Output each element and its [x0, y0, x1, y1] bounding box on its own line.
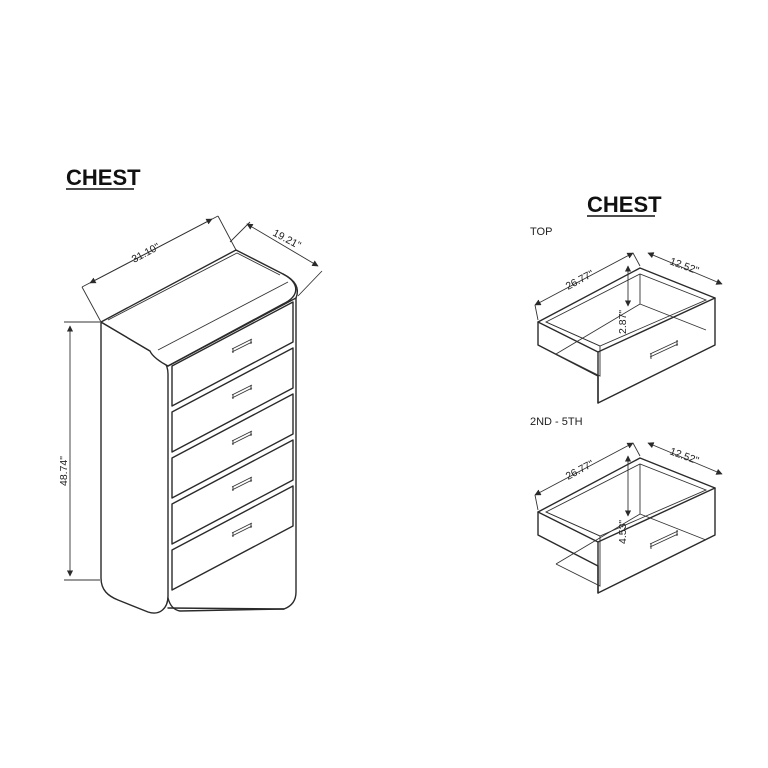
- chest-drawer-handle-post: [232, 477, 252, 491]
- drawer-inner-back: [555, 274, 707, 355]
- drawer-handle: [649, 530, 679, 549]
- chest-drawer: [171, 347, 294, 453]
- drawer-width-leader: [534, 494, 539, 511]
- chest-top-edge: [107, 252, 281, 321]
- drawer-width-arrow: [534, 252, 634, 306]
- drawer-details-view: CHEST TOP 26.77" 12.52" 2.87" 2ND - 5TH 26…: [530, 192, 723, 594]
- top-drawer-drawing: 26.77" 12.52" 2.87": [534, 252, 723, 404]
- chest-drawer-handle: [231, 522, 253, 537]
- chest-drawer-front: [171, 393, 294, 499]
- chest-front-curve-top: [282, 273, 299, 299]
- chest-side-panel: [100, 321, 169, 614]
- chest-drawer-handle-post: [232, 523, 252, 537]
- drawer-width-leader: [632, 252, 641, 267]
- drawer-height-label: 2.87": [617, 310, 629, 334]
- drawer-inner-back: [555, 464, 707, 565]
- drawer-depth-arrow: [647, 442, 723, 475]
- chest-drawer-handle: [231, 430, 253, 445]
- chest-base-trim: [167, 597, 285, 612]
- chest-drawers: [171, 301, 294, 591]
- lower-drawers-label: 2ND - 5TH: [530, 416, 583, 428]
- chest-drawer: [171, 439, 294, 545]
- drawer-depth-label: 12.52": [668, 446, 701, 468]
- chest-drawer-front: [171, 439, 294, 545]
- drawer-front-edge: [537, 297, 716, 404]
- drawer-height-dimension: 4.53": [617, 455, 632, 544]
- drawer-width-label: 26.77": [564, 458, 596, 483]
- chest-drawer-front: [171, 301, 294, 407]
- drawer-width-leader: [632, 442, 641, 457]
- height-label: 48.74": [58, 456, 70, 486]
- chest-drawer-handle: [231, 338, 253, 353]
- chest-height-dimension: 48.74": [58, 321, 100, 581]
- chest-drawer-handle: [231, 384, 253, 399]
- chest-drawer: [171, 301, 294, 407]
- depth-arrow: [246, 223, 319, 267]
- top-drawer-label: TOP: [530, 226, 552, 238]
- drawer-width-label: 26.77": [564, 268, 596, 293]
- width-leader-right: [217, 215, 237, 251]
- chest-drawer-front: [171, 347, 294, 453]
- chest-drawer-front: [171, 485, 294, 591]
- chest-drawer-handle-post: [232, 339, 252, 353]
- depth-label: 19.21": [271, 227, 303, 252]
- drawer-height-label: 4.53": [617, 520, 629, 544]
- chest-top-inner-edge: [157, 281, 289, 351]
- drawer-handle: [649, 340, 679, 359]
- width-leader-left: [81, 286, 102, 323]
- chest-drawer: [171, 485, 294, 591]
- width-arrow: [89, 218, 213, 284]
- drawer-height-dimension: 2.87": [617, 265, 632, 334]
- width-label: 31.10": [130, 241, 162, 266]
- drawer-depth-label: 12.52": [668, 256, 701, 278]
- chest-drawer-handle: [231, 476, 253, 491]
- chest-drawer-handle-post: [232, 385, 252, 399]
- chest-body: [100, 249, 299, 614]
- chest-view: CHEST 31.10": [58, 165, 323, 614]
- chest-drawer-handle-post: [232, 431, 252, 445]
- drawer-inner-floor: [545, 321, 601, 377]
- drawer-width-arrow: [534, 442, 634, 496]
- drawer-inner-floor: [545, 511, 601, 587]
- chest-drawer: [171, 393, 294, 499]
- drawer-details-title: CHEST: [587, 192, 662, 217]
- drawer-width-leader: [534, 304, 539, 321]
- depth-leader-left: [229, 221, 251, 243]
- drawer-depth-arrow: [647, 252, 723, 285]
- lower-drawer-drawing: 26.77" 12.52" 4.53": [534, 442, 723, 594]
- depth-leader-right: [297, 270, 323, 297]
- chest-title: CHEST: [66, 165, 141, 190]
